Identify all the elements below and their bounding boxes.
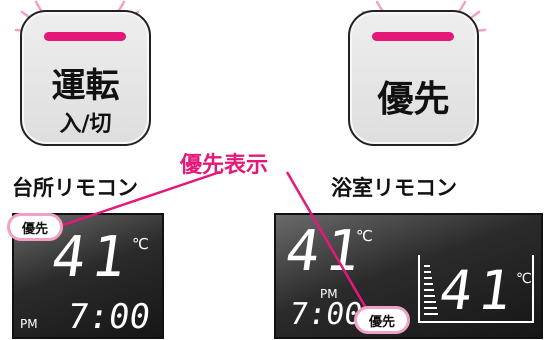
kitchen-priority-tag: 優先 <box>7 213 63 241</box>
priority-indicator-lamp <box>372 32 454 41</box>
bath-time-period: PM <box>320 287 338 301</box>
bath-level-bracket <box>418 255 534 323</box>
kitchen-remote-caption: 台所リモコン <box>12 176 138 200</box>
priority-display-callout: 優先表示 <box>180 153 269 178</box>
kitchen-time-period: PM <box>20 317 38 331</box>
bath-remote-caption: 浴室リモコン <box>331 176 457 200</box>
priority-button-label: 優先 <box>377 79 450 120</box>
priority-button[interactable]: 優先 <box>348 10 479 146</box>
run-toggle-button[interactable]: 運転 入/切 <box>20 10 151 146</box>
bath-temperature-unit: ℃ <box>356 227 373 245</box>
bath-remote-display: 41 ℃ PM 7:00 41 ℃ <box>274 213 543 339</box>
bath-level-bars <box>424 265 438 315</box>
bath-priority-tag: 優先 <box>354 306 410 334</box>
run-indicator-lamp <box>44 32 126 41</box>
run-button-sublabel: 入/切 <box>59 112 112 137</box>
bath-water-temperature-unit: ℃ <box>516 271 532 287</box>
kitchen-temperature-unit: ℃ <box>132 235 149 253</box>
run-button-label: 運転 <box>51 66 120 106</box>
